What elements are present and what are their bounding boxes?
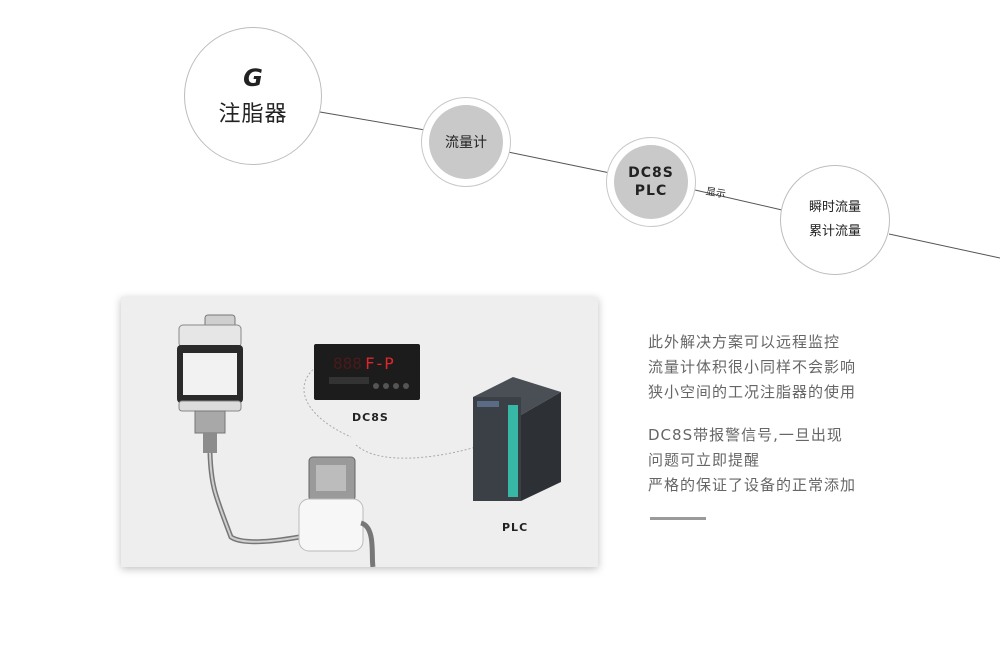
instant-flow-label: 瞬时流量 bbox=[808, 200, 861, 215]
description-paragraph-2: DC8S带报警信号,一旦出现 问题可立即提醒 严格的保证了设备的正常添加 bbox=[648, 423, 856, 498]
dc8s-display-unit: 888 F-P bbox=[314, 344, 420, 400]
plc-unit bbox=[473, 377, 561, 501]
flow-connector-lines bbox=[319, 111, 1000, 259]
description-paragraph-1: 此外解决方案可以远程监控 流量计体积很小同样不会影响 狭小空间的工况注脂器的使用 bbox=[648, 330, 856, 405]
desc-line: 狭小空间的工况注脂器的使用 bbox=[648, 383, 857, 401]
svg-text:888: 888 bbox=[333, 354, 362, 373]
display-node: 瞬时流量 累计流量 bbox=[780, 165, 890, 275]
lubricator-unit bbox=[177, 314, 243, 453]
dc8s-node-label: DC8S bbox=[628, 165, 674, 181]
desc-line: 问题可立即提醒 bbox=[648, 451, 761, 469]
equipment-photo-panel: 888 F-P DC8S PLC bbox=[121, 297, 598, 567]
flowmeter-unit bbox=[298, 456, 376, 567]
total-flow-label: 累计流量 bbox=[808, 224, 861, 239]
flowmeter-node: 流量计 bbox=[421, 97, 511, 187]
edge-dc8s-to-display bbox=[694, 189, 783, 211]
edge-flowmeter-to-dc8s bbox=[507, 151, 611, 174]
desc-line: 严格的保证了设备的正常添加 bbox=[648, 476, 857, 494]
edge-grease-to-flowmeter bbox=[319, 111, 426, 131]
brand-logo: G bbox=[243, 64, 263, 92]
grease-node-label: 注脂器 bbox=[218, 102, 288, 127]
desc-line: DC8S带报警信号,一旦出现 bbox=[648, 426, 843, 444]
dc8s-plc-node: DC8S PLC bbox=[606, 137, 696, 227]
edge-display-to-edge bbox=[888, 233, 1000, 259]
grease-node: G 注脂器 bbox=[184, 27, 322, 165]
dc8s-caption: DC8S bbox=[352, 411, 389, 424]
dc8s-display-reading: F-P bbox=[365, 354, 394, 373]
equipment-illustration: 888 F-P bbox=[177, 314, 561, 567]
plc-node-label: PLC bbox=[634, 183, 668, 199]
signal-wire-1 bbox=[355, 444, 477, 459]
edge-label-display: 显示 bbox=[704, 186, 727, 201]
plc-caption: PLC bbox=[502, 521, 529, 534]
flowmeter-node-label: 流量计 bbox=[445, 135, 487, 151]
desc-line: 此外解决方案可以远程监控 bbox=[648, 333, 841, 351]
signal-wire-2 bbox=[303, 366, 352, 438]
desc-line: 流量计体积很小同样不会影响 bbox=[648, 358, 857, 376]
section-divider bbox=[650, 517, 706, 520]
